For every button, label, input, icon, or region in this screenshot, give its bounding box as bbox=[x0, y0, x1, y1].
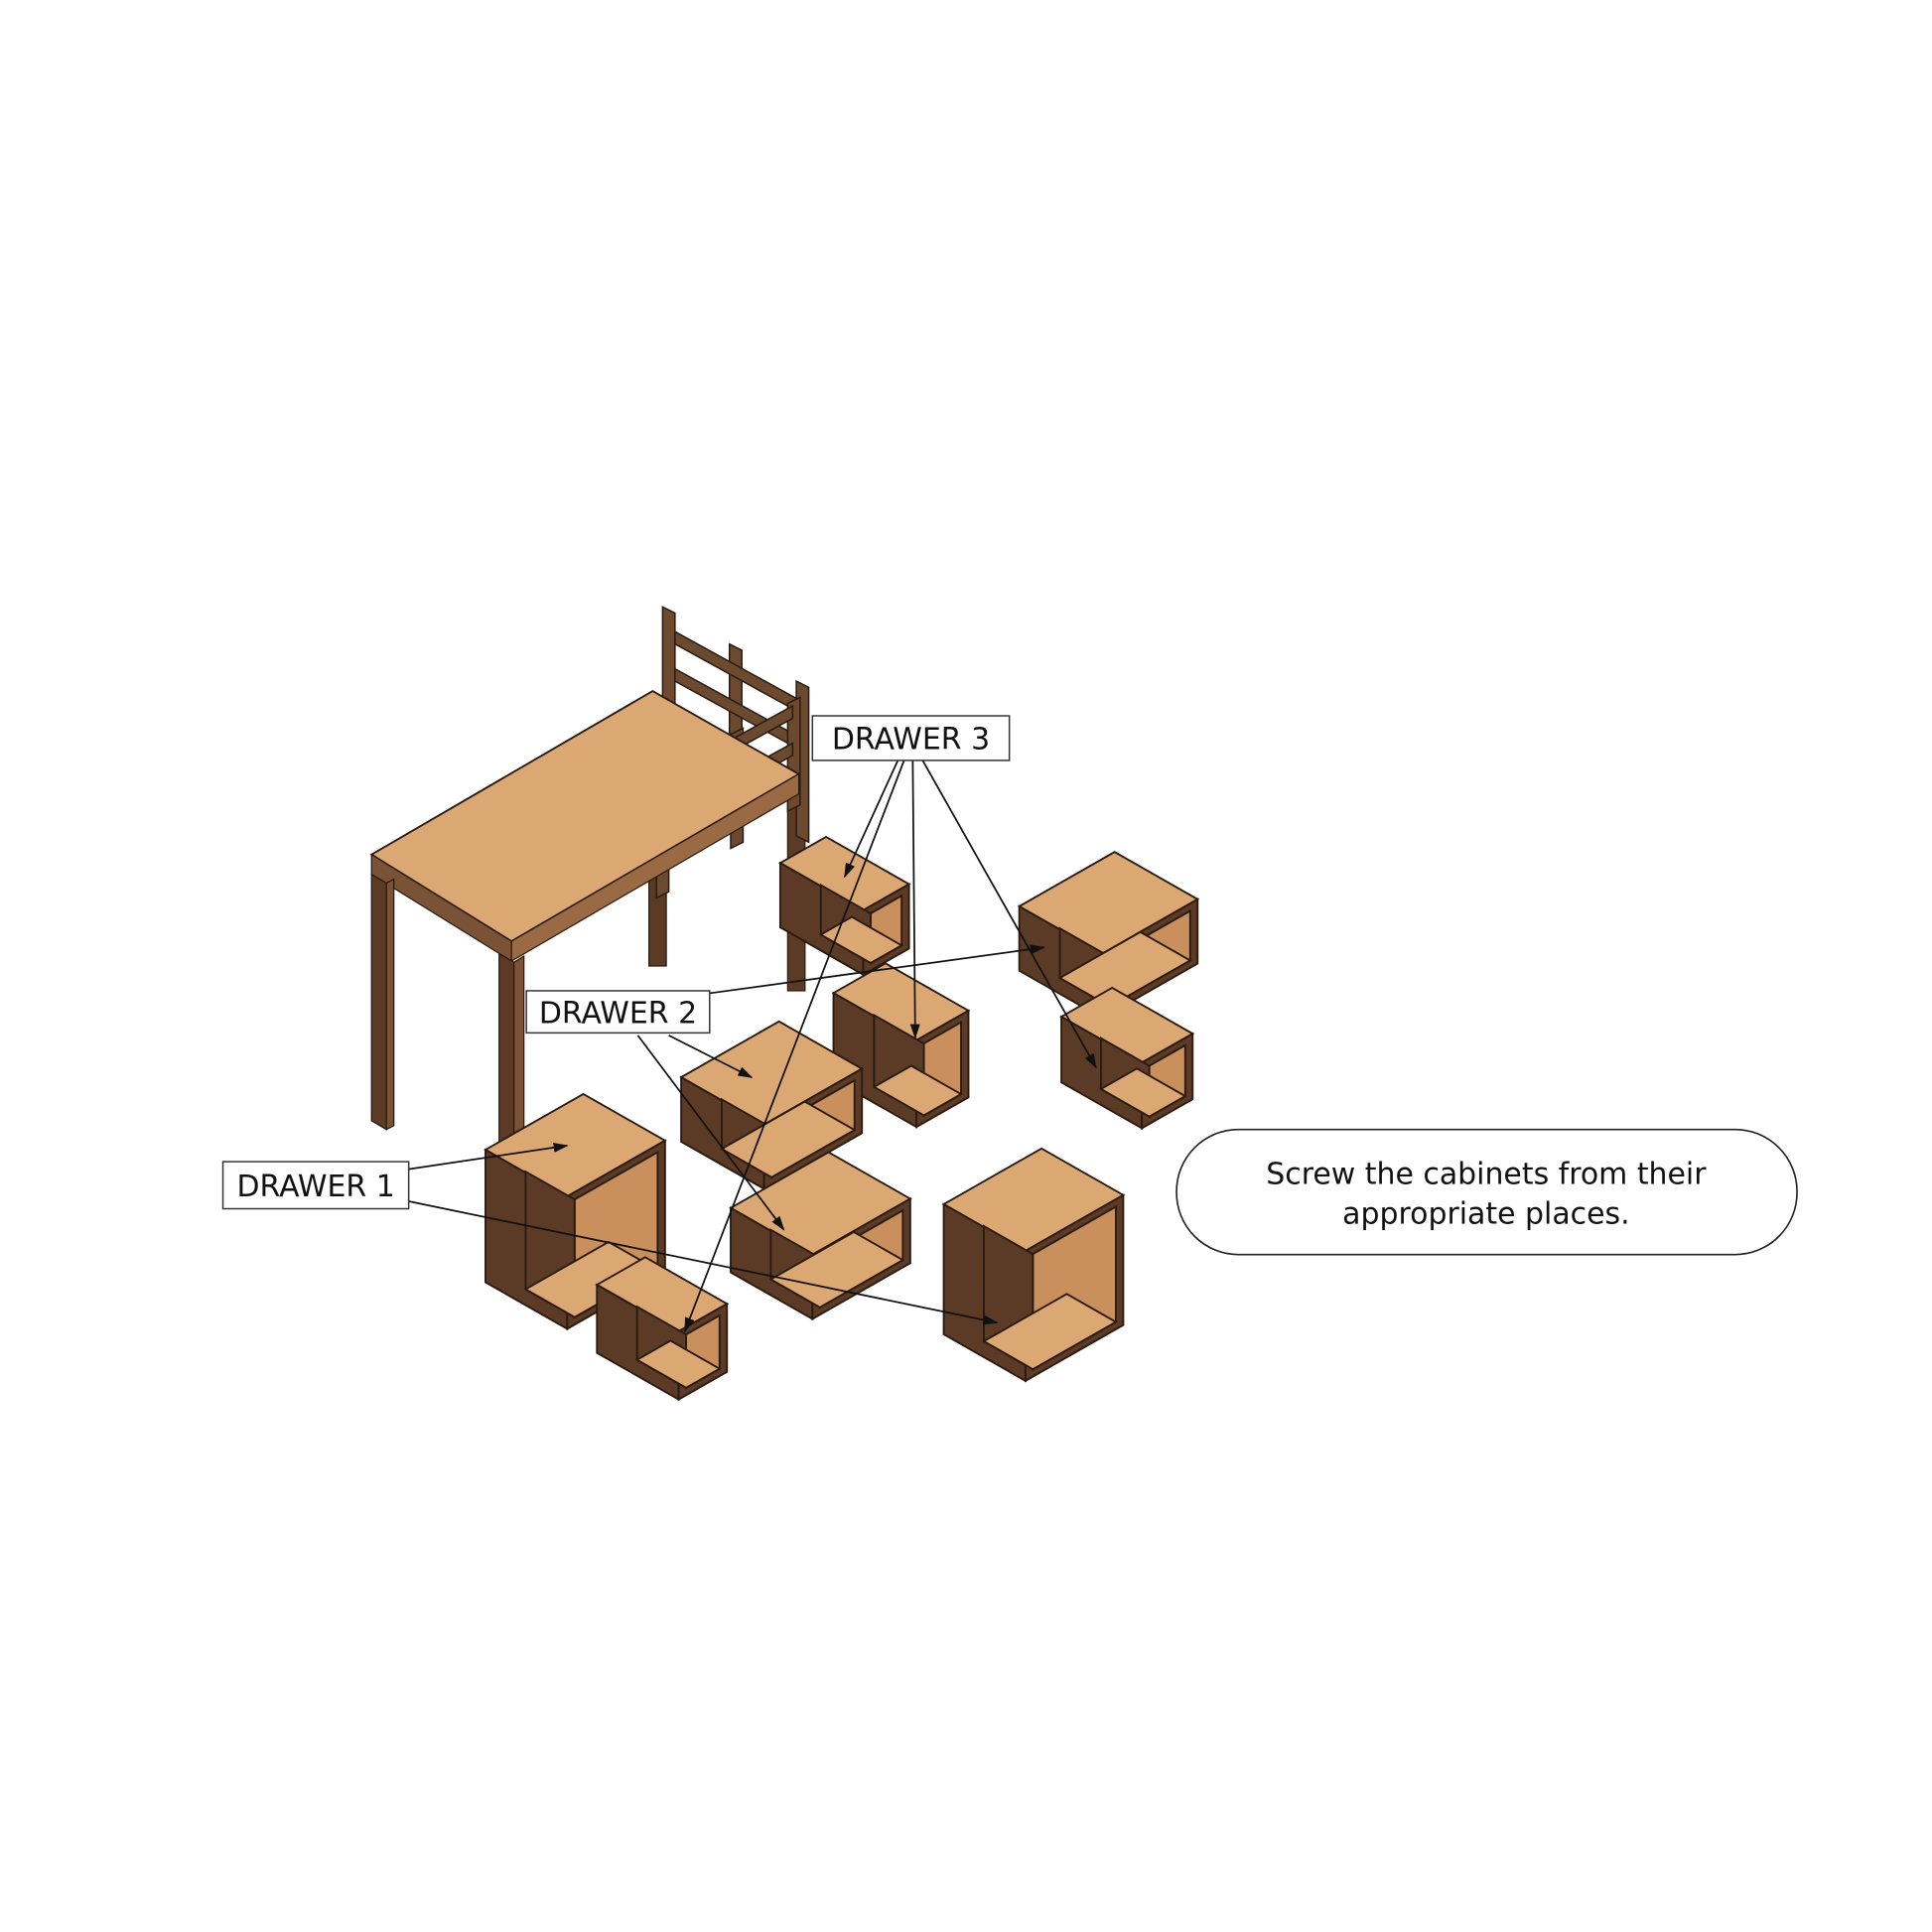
cabinet-interior-floor bbox=[768, 1230, 905, 1309]
leader-arrow bbox=[909, 759, 920, 1039]
leader-arrow bbox=[408, 1142, 569, 1171]
cabinet-5 bbox=[679, 1020, 865, 1191]
leader-arrow bbox=[684, 759, 905, 1333]
cabinet-interior-floor bbox=[720, 1100, 857, 1178]
instruction-line-2: appropriate places. bbox=[1342, 1196, 1629, 1231]
cabinet-interior-floor bbox=[872, 1064, 963, 1117]
leader-arrow bbox=[636, 1035, 785, 1231]
instruction-callout: Screw the cabinets from their appropriat… bbox=[1175, 1128, 1798, 1256]
leader-arrow bbox=[408, 1200, 999, 1325]
cabinet-3 bbox=[1059, 986, 1195, 1131]
instruction-line-1: Screw the cabinets from their bbox=[1266, 1158, 1707, 1192]
cabinet-2 bbox=[1017, 851, 1200, 1021]
leader-arrows bbox=[408, 759, 1097, 1333]
drawer-2-text: DRAWER 2 bbox=[539, 996, 697, 1031]
drawer-3-text: DRAWER 3 bbox=[832, 723, 990, 758]
cabinets bbox=[483, 835, 1200, 1402]
leader-arrow bbox=[921, 759, 1097, 1069]
cabinet-interior-floor bbox=[1057, 930, 1192, 1008]
leader-arrow bbox=[668, 1035, 754, 1079]
cabinet-interior-floor bbox=[634, 1339, 722, 1389]
cabinet-interior-floor bbox=[982, 1293, 1118, 1371]
cabinet-9 bbox=[941, 1147, 1126, 1383]
label-drawer-1: DRAWER 1 bbox=[221, 1161, 410, 1210]
cabinet-interior-floor bbox=[1099, 1067, 1187, 1118]
loft-bed bbox=[369, 606, 810, 1154]
label-drawer-3: DRAWER 3 bbox=[811, 715, 1011, 761]
cabinet-8 bbox=[595, 1256, 730, 1402]
label-drawer-2: DRAWER 2 bbox=[525, 990, 711, 1035]
drawer-1-text: DRAWER 1 bbox=[236, 1170, 394, 1204]
leader-arrow bbox=[709, 944, 1045, 995]
leader-arrow bbox=[843, 759, 899, 879]
cabinet-4 bbox=[831, 962, 971, 1129]
